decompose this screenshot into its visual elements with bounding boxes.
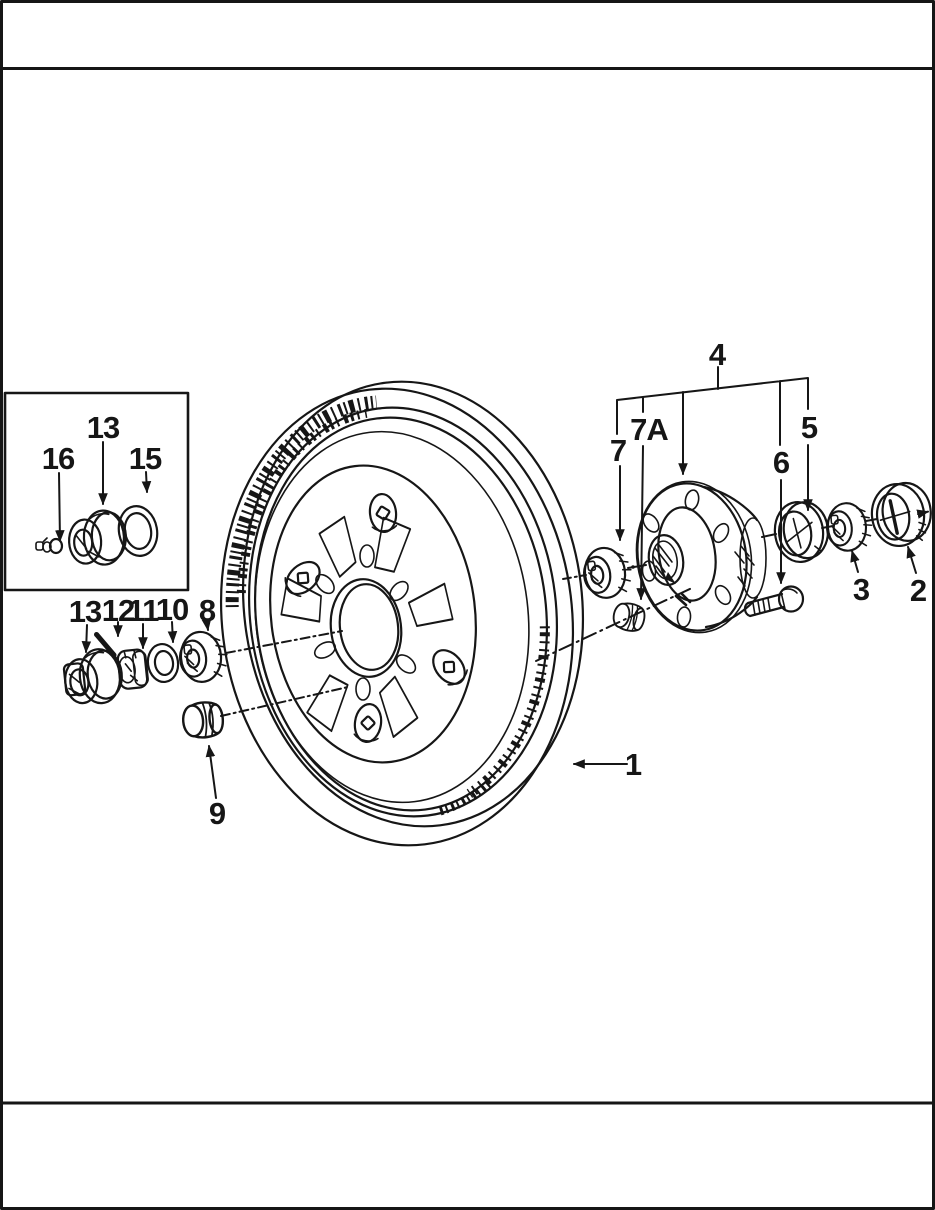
disc-stud-holes	[313, 544, 417, 701]
part-bearing-cone-8	[176, 628, 231, 685]
arrow-9	[205, 744, 217, 799]
small-parts-row	[61, 628, 231, 741]
axis-segment	[562, 574, 587, 580]
disc-hand-holes	[279, 491, 473, 745]
rim-texture-band	[225, 395, 550, 817]
callout-labels: 1 2 3 4 5 6 7 7A 8 9 10 11 12 13 13 15 1…	[42, 337, 927, 831]
part-hub	[635, 480, 767, 634]
callout-10: 10	[156, 592, 188, 627]
part-spindle-nut-11	[116, 648, 149, 690]
callout-5: 5	[801, 410, 818, 445]
arrow-3	[850, 549, 860, 573]
arrow-10	[167, 621, 178, 644]
bracket-4	[616, 366, 809, 446]
callout-1: 1	[625, 747, 642, 782]
leader-wheel-to-hub	[535, 587, 693, 662]
wheel-center-hole	[329, 578, 403, 678]
wheel-drawing	[219, 380, 585, 847]
part-gasket-15	[117, 505, 159, 557]
leader-bearing8-to-center	[225, 630, 343, 654]
callout-15: 15	[129, 441, 162, 476]
part-grease-fitting-16	[35, 537, 64, 555]
callout-16: 16	[42, 441, 75, 476]
part-bearing-cone-3	[824, 500, 875, 554]
callout-4: 4	[709, 337, 727, 372]
wheel-disc	[269, 464, 477, 764]
part-wheel-stud-7a	[610, 599, 648, 635]
inset-box	[3, 391, 190, 592]
callout-lines	[55, 366, 917, 799]
callout-2: 2	[910, 573, 926, 608]
leader-nut9-to-stud-hole	[220, 686, 349, 717]
hub-flange-holes	[641, 489, 732, 628]
callout-8: 8	[199, 593, 216, 628]
part-hub-bolt-6	[743, 585, 805, 618]
callout-7a: 7A	[630, 412, 668, 447]
arrow-7a	[636, 445, 646, 601]
callout-11: 11	[128, 593, 160, 628]
callout-6: 6	[773, 445, 790, 480]
callout-3: 3	[853, 572, 870, 607]
callout-12: 12	[102, 593, 134, 628]
part-hub-cap-inset-13	[66, 508, 129, 568]
part-cotter-pin-12	[94, 632, 117, 658]
callout-9: 9	[209, 796, 226, 831]
part-seal-2	[870, 481, 932, 548]
callout-13: 13	[69, 594, 102, 629]
callout-7: 7	[610, 433, 626, 468]
arrow-2	[906, 545, 917, 574]
hub-parts	[580, 480, 932, 635]
part-washer-10	[146, 642, 180, 684]
inset-box-frame	[3, 391, 190, 592]
arrow-8	[201, 618, 212, 632]
wheel-rim	[219, 380, 585, 847]
callout-13-inset: 13	[87, 410, 120, 445]
arrow-16	[55, 472, 65, 543]
part-wheel-nut-9	[180, 699, 226, 741]
arrow-13	[81, 624, 92, 654]
part-hub-cap-13	[61, 645, 126, 708]
arrow-15	[141, 471, 152, 494]
part-inner-bearing-7	[580, 543, 635, 602]
axis-dot	[631, 565, 635, 569]
